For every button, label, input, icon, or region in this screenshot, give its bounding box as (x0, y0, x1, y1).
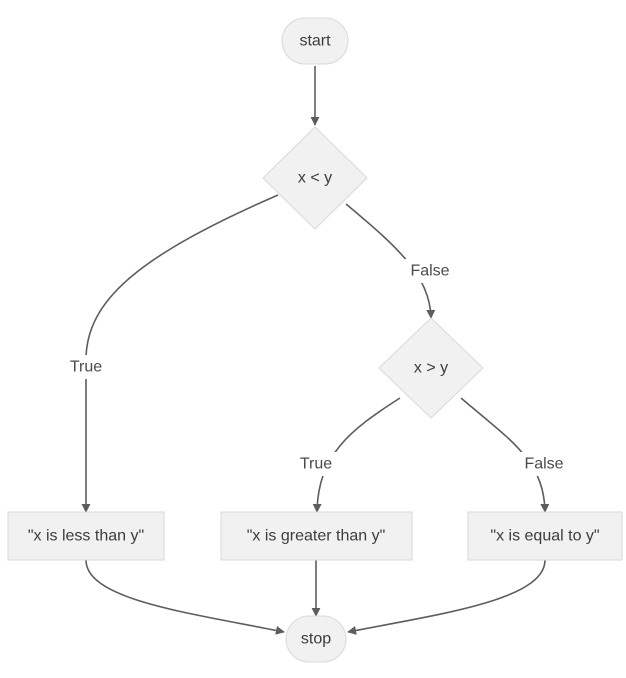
node-print-greater: "x is greater than y" (220, 511, 413, 561)
node-decision-greater-shape (378, 317, 484, 419)
nodes: start x < y x > y "x is less than y" "x … (7, 17, 623, 663)
node-decision-less-shape (262, 126, 368, 230)
node-start: start (281, 17, 349, 65)
node-print-less: "x is less than y" (7, 511, 165, 561)
node-print-less-label: "x is less than y" (28, 528, 144, 545)
node-stop-label: stop (301, 631, 331, 648)
node-decision-greater: x > y (378, 317, 484, 419)
node-print-greater-label: "x is greater than y" (247, 528, 386, 545)
edge-print-less-to-stop (85, 559, 285, 635)
node-print-greater-shape (220, 511, 413, 561)
node-print-less-shape (7, 511, 165, 561)
node-print-equal-shape (467, 511, 623, 561)
edge-label-greater-false-text: False (524, 456, 563, 473)
edge-decision-less-true (81, 194, 279, 513)
edge-label-less-false-text: False (410, 263, 449, 280)
node-decision-less: x < y (262, 126, 368, 230)
node-start-shape (281, 17, 349, 65)
edge-label-less-true-text: True (70, 359, 102, 376)
edge-decision-greater-true (312, 397, 401, 513)
edge-label-less-false: False (405, 259, 455, 283)
node-stop-shape (285, 615, 347, 663)
edge-label-greater-true-text: True (300, 456, 332, 473)
edge-label-greater-false: False (519, 452, 569, 476)
edge-label-greater-true: True (294, 452, 338, 476)
edge-label-less-true: True (64, 355, 108, 379)
node-stop: stop (285, 615, 347, 663)
node-print-equal-label: "x is equal to y" (490, 528, 599, 545)
node-start-label: start (299, 33, 331, 50)
node-decision-greater-label: x > y (414, 360, 448, 377)
edge-print-equal-to-stop (347, 559, 546, 635)
node-decision-less-label: x < y (298, 170, 332, 187)
edge-labels: True False True False (64, 259, 569, 476)
edge-decision-greater-false (460, 397, 550, 513)
node-print-equal: "x is equal to y" (467, 511, 623, 561)
